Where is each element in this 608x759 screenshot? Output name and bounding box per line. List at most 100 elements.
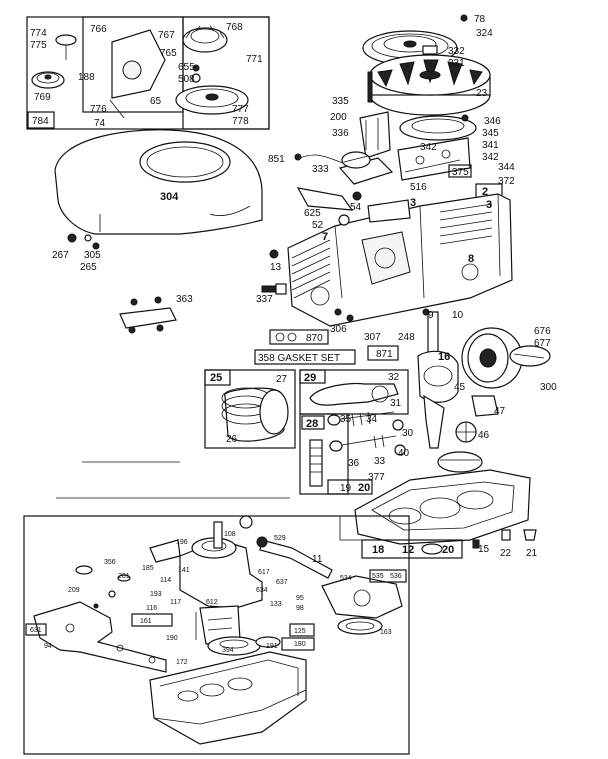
label-172: 172	[176, 659, 188, 666]
label-26: 26	[226, 434, 238, 445]
label-10: 10	[452, 310, 464, 321]
label-13: 13	[270, 262, 282, 273]
valve-box	[299, 413, 373, 495]
label-333: 333	[312, 164, 329, 175]
starter-kit-group	[26, 16, 270, 130]
label-536: 536	[390, 573, 402, 580]
label-114: 114	[160, 577, 171, 584]
label-21: 21	[526, 548, 538, 559]
label-637: 637	[276, 579, 288, 586]
bolt-335	[367, 71, 373, 103]
label-78: 78	[474, 14, 486, 25]
label-870: 870	[306, 333, 323, 344]
flywheel-key-346	[399, 115, 477, 141]
label-634: 634	[256, 587, 268, 594]
label-356: 356	[104, 559, 116, 566]
gasket-52	[338, 214, 350, 226]
label-54: 54	[350, 202, 362, 213]
label-117: 117	[170, 599, 181, 606]
label-box-375	[448, 164, 472, 178]
label-19: 19	[340, 483, 352, 494]
label-267: 267	[52, 250, 69, 261]
label-372: 372	[498, 176, 515, 187]
label-12: 12	[402, 544, 414, 556]
label-377: 377	[368, 472, 385, 483]
label-108: 108	[224, 531, 236, 538]
label-778: 778	[232, 116, 249, 127]
wire-clip	[294, 153, 302, 161]
label-185: 185	[142, 565, 154, 572]
label-851: 851	[268, 154, 285, 165]
washer-508	[191, 73, 201, 83]
housing-screws	[67, 233, 100, 250]
starter-pulley	[182, 25, 228, 53]
label-125: 125	[294, 628, 306, 635]
rewind-spring	[31, 71, 65, 89]
key-676	[509, 345, 551, 367]
label-300: 300	[540, 382, 557, 393]
oil-sump-18	[354, 469, 531, 545]
label-336: 336	[332, 128, 349, 139]
label-23: 23	[476, 88, 488, 99]
label-31: 31	[390, 398, 402, 409]
label-265: 265	[80, 262, 97, 273]
armature-200	[359, 111, 391, 159]
label-180: 180	[294, 641, 306, 648]
label-332: 332	[448, 46, 465, 57]
label-345: 345	[482, 128, 499, 139]
label-375: 375	[452, 167, 469, 178]
label-94: 94	[44, 643, 52, 650]
label-29: 29	[304, 372, 316, 384]
label-612: 612	[206, 599, 218, 606]
label-342: 342	[482, 152, 499, 163]
label-625: 625	[304, 208, 321, 219]
label-307: 307	[364, 332, 381, 343]
valve-cover	[367, 199, 411, 223]
label-766: 766	[90, 24, 107, 35]
label-188: 188	[78, 72, 95, 83]
label-342b: 342	[420, 142, 437, 153]
seal-20	[421, 543, 443, 555]
label-18: 18	[372, 544, 384, 556]
label-47: 47	[494, 406, 506, 417]
label-777: 777	[232, 104, 249, 115]
label-304: 304	[160, 191, 179, 203]
carb-linkage-333	[338, 151, 394, 185]
label-324: 324	[476, 28, 493, 39]
label-335: 335	[332, 96, 349, 107]
sump-label-box	[361, 539, 463, 559]
label-161: 161	[140, 618, 152, 625]
label-535: 535	[372, 573, 384, 580]
label-25: 25	[210, 372, 222, 384]
label-534: 534	[340, 575, 352, 582]
label-8: 8	[468, 253, 474, 265]
drain-plugs	[472, 529, 537, 549]
connecting-rod-box	[299, 369, 409, 415]
brake-assembly	[397, 137, 471, 181]
label-98: 98	[296, 605, 304, 612]
label-677: 677	[534, 338, 551, 349]
label-133: 133	[270, 601, 282, 608]
label-36: 36	[348, 458, 360, 469]
label-776: 776	[90, 104, 107, 115]
starter-bracket	[109, 29, 166, 119]
head-bolts	[334, 308, 430, 322]
label-676: 676	[534, 326, 551, 337]
label-gasket-set: 358 GASKET SET	[258, 353, 340, 364]
label-617: 617	[258, 569, 270, 576]
label-784: 784	[32, 116, 49, 127]
blade-adapter-300	[461, 327, 523, 389]
valves	[327, 411, 406, 456]
kit-870-icons	[269, 329, 329, 345]
label-209: 209	[68, 587, 80, 594]
label-116: 116	[146, 605, 157, 612]
label-516: 516	[410, 182, 427, 193]
label-394: 394	[222, 647, 234, 654]
label-7: 7	[322, 231, 328, 243]
bolt-54	[352, 191, 362, 201]
label-45: 45	[454, 382, 466, 393]
label-16: 16	[438, 351, 450, 363]
label-331: 331	[448, 58, 465, 69]
label-3: 3	[486, 199, 492, 211]
label-765: 765	[160, 48, 177, 59]
